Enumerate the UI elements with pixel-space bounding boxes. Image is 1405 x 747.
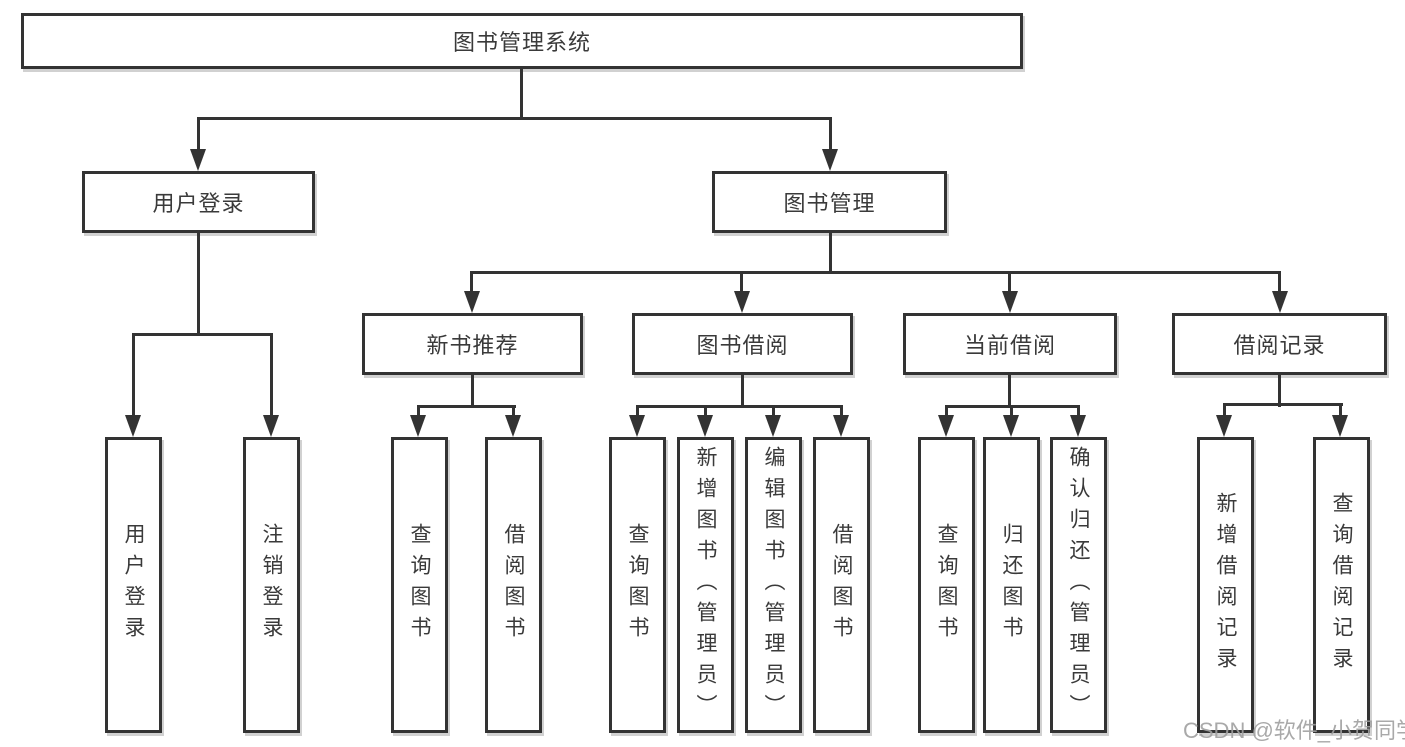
connector-root-distributor: [197, 117, 832, 120]
arrowhead-book-borrow: [734, 291, 750, 313]
connector-stub-book-borrow: [740, 271, 743, 293]
node-borrow-records: 借阅记录: [1172, 313, 1387, 375]
connector-book-borrow-drop: [741, 375, 744, 407]
connector-book-mgmt-drop: [829, 233, 832, 274]
leaf-bb-add-books-admin-label: 新增图书（管理员）: [694, 445, 717, 725]
node-user-login-label: 用户登录: [152, 191, 245, 216]
arrowhead-current-borrow: [1002, 291, 1018, 313]
arrowhead-bb-query: [629, 415, 645, 437]
leaf-bb-edit-books-admin-label: 编辑图书（管理员）: [762, 445, 785, 725]
arrowhead-nb-borrow: [505, 415, 521, 437]
node-book-mgmt-label: 图书管理: [783, 191, 876, 216]
arrowhead-br-query: [1332, 415, 1348, 437]
connector-stub-cb-confirm: [1077, 405, 1080, 417]
connector-current-borrow-drop: [1008, 375, 1011, 407]
connector-new-book-drop: [471, 375, 474, 407]
connector-stub-br-add: [1223, 403, 1226, 417]
connector-borrow-records-distributor: [1224, 403, 1343, 406]
connector-stub-bb-add: [704, 405, 707, 417]
arrowhead-borrow-records: [1272, 291, 1288, 313]
node-new-book-rec: 新书推荐: [362, 313, 583, 375]
leaf-bb-borrow-books: 借阅图书: [813, 437, 870, 733]
leaf-bb-query-books-label: 查询图书: [626, 523, 649, 647]
node-root: 图书管理系统: [21, 13, 1023, 69]
arrowhead-user-login: [190, 149, 206, 171]
leaf-br-query-record: 查询借阅记录: [1313, 437, 1370, 733]
leaf-user-login: 用户登录: [105, 437, 162, 733]
arrowhead-nb-query: [410, 415, 426, 437]
leaf-bb-add-books-admin: 新增图书（管理员）: [677, 437, 734, 733]
leaf-nb-borrow-books-label: 借阅图书: [502, 523, 525, 647]
node-current-borrow: 当前借阅: [903, 313, 1117, 375]
connector-stub-nb-borrow: [512, 405, 515, 417]
node-current-borrow-label: 当前借阅: [963, 333, 1056, 358]
connector-stub-nb-query: [417, 405, 420, 417]
connector-stub-current-borrow: [1008, 271, 1011, 293]
connector-user-login-distributor: [132, 333, 273, 336]
arrowhead-leaf-logout: [263, 415, 279, 437]
leaf-bb-edit-books-admin: 编辑图书（管理员）: [745, 437, 802, 733]
connector-new-book-distributor: [418, 405, 516, 408]
leaf-cb-confirm-return-admin: 确认归还（管理员）: [1050, 437, 1107, 733]
leaf-user-login-label: 用户登录: [122, 523, 145, 647]
leaf-cb-return-books: 归还图书: [983, 437, 1040, 733]
leaf-bb-borrow-books-label: 借阅图书: [830, 523, 853, 647]
connector-borrow-records-drop: [1278, 375, 1281, 407]
connector-stub-br-query: [1339, 403, 1342, 417]
leaf-cb-query-books-label: 查询图书: [935, 523, 958, 647]
connector-book-borrow-distributor: [636, 405, 843, 408]
leaf-logout: 注销登录: [243, 437, 300, 733]
leaf-cb-return-books-label: 归还图书: [1000, 523, 1023, 647]
connector-book-mgmt-distributor: [471, 271, 1281, 274]
node-book-borrow-label: 图书借阅: [696, 333, 789, 358]
node-book-borrow: 图书借阅: [632, 313, 853, 375]
node-borrow-records-label: 借阅记录: [1233, 333, 1326, 358]
connector-stub-user-login: [197, 117, 200, 153]
arrowhead-cb-confirm: [1070, 415, 1086, 437]
node-user-login: 用户登录: [82, 171, 315, 233]
leaf-cb-confirm-return-admin-label: 确认归还（管理员）: [1067, 445, 1090, 725]
connector-stub-leaf-logout: [270, 333, 273, 417]
node-new-book-rec-label: 新书推荐: [426, 333, 519, 358]
arrowhead-cb-query: [938, 415, 954, 437]
leaf-bb-query-books: 查询图书: [609, 437, 666, 733]
connector-stub-new-book: [470, 271, 473, 293]
leaf-br-add-record: 新增借阅记录: [1197, 437, 1254, 733]
arrowhead-bb-add: [697, 415, 713, 437]
arrowhead-new-book: [464, 291, 480, 313]
connector-root-drop: [520, 69, 523, 118]
connector-stub-bb-borrow: [840, 405, 843, 417]
arrowhead-cb-return: [1003, 415, 1019, 437]
connector-stub-cb-query: [945, 405, 948, 417]
arrowhead-bb-edit: [765, 415, 781, 437]
connector-stub-leaf-login: [132, 333, 135, 417]
arrowhead-leaf-login: [125, 415, 141, 437]
leaf-nb-borrow-books: 借阅图书: [485, 437, 542, 733]
watermark: CSDN @软件_小贺同学: [1183, 718, 1405, 743]
leaf-nb-query-books: 查询图书: [391, 437, 448, 733]
arrowhead-bb-borrow: [833, 415, 849, 437]
leaf-logout-label: 注销登录: [260, 523, 283, 647]
connector-stub-bb-query: [636, 405, 639, 417]
connector-stub-bb-edit: [772, 405, 775, 417]
node-root-label: 图书管理系统: [452, 30, 591, 55]
leaf-br-add-record-label: 新增借阅记录: [1214, 492, 1237, 678]
connector-stub-book-mgmt: [829, 117, 832, 153]
leaf-nb-query-books-label: 查询图书: [408, 523, 431, 647]
connector-stub-borrow-records: [1278, 271, 1281, 293]
connector-stub-cb-return: [1010, 405, 1013, 417]
arrowhead-br-add: [1216, 415, 1232, 437]
arrowhead-book-mgmt: [822, 149, 838, 171]
leaf-br-query-record-label: 查询借阅记录: [1330, 492, 1353, 678]
connector-user-login-drop: [197, 233, 200, 335]
leaf-cb-query-books: 查询图书: [918, 437, 975, 733]
node-book-mgmt: 图书管理: [712, 171, 947, 233]
